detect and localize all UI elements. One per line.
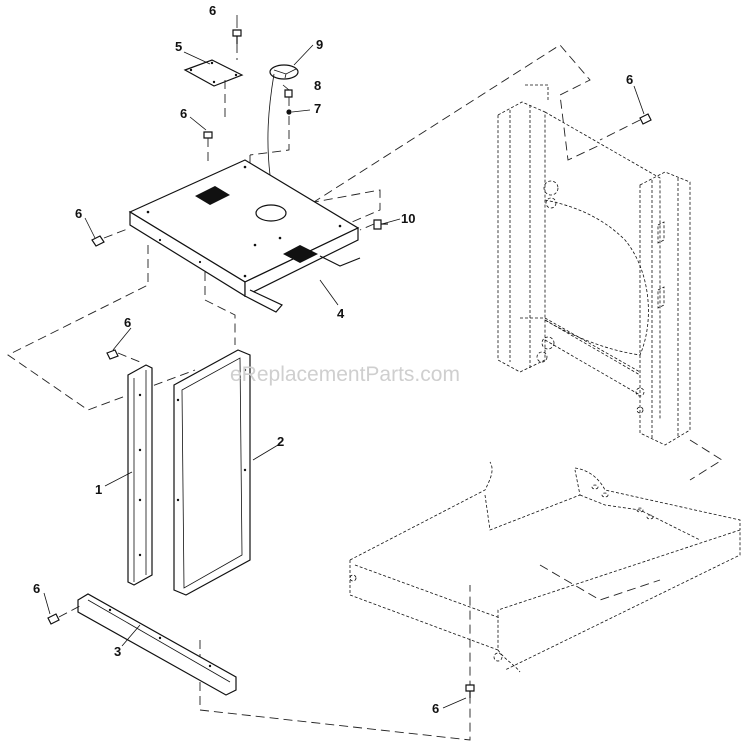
part-6-screw-top xyxy=(232,29,242,60)
radiator-frame-assembly xyxy=(497,84,691,446)
callout-5: 5 xyxy=(175,39,182,54)
callout-10: 10 xyxy=(401,211,415,226)
callout-7: 7 xyxy=(314,101,321,116)
part-1-side-rail xyxy=(127,364,153,586)
callout-6-rail: 6 xyxy=(124,315,131,330)
callout-1: 1 xyxy=(95,482,102,497)
part-6-screw-base xyxy=(465,684,475,698)
callout-6-panel: 6 xyxy=(180,106,187,121)
callout-2: 2 xyxy=(277,434,284,449)
callout-6-top: 6 xyxy=(209,3,216,18)
part-6-screw-frame xyxy=(639,113,652,125)
callout-8: 8 xyxy=(314,78,321,93)
callout-3: 3 xyxy=(114,644,121,659)
part-6-screw-left-panel xyxy=(91,227,131,247)
watermark: eReplacementParts.com xyxy=(230,363,460,386)
callout-9: 9 xyxy=(316,37,323,52)
callout-6-left: 6 xyxy=(75,206,82,221)
part-8-grommet xyxy=(284,89,293,108)
part-7-nut xyxy=(249,109,292,156)
callouts: 6 5 9 8 7 6 6 6 10 4 6 2 1 6 3 6 xyxy=(33,3,633,716)
callout-4: 4 xyxy=(337,306,345,321)
part-6-screw-rail xyxy=(106,349,141,363)
callout-6-base: 6 xyxy=(432,701,439,716)
callout-6-bottom: 6 xyxy=(33,581,40,596)
callout-6-frame: 6 xyxy=(626,72,633,87)
part-6-screw-bottom xyxy=(47,605,81,625)
part-6-screw-top-panel xyxy=(203,131,213,165)
part-10-screw xyxy=(359,219,388,231)
part-2-frame-panel xyxy=(173,349,251,596)
part-5-cover-plate xyxy=(183,59,244,122)
part-4-top-panel xyxy=(128,159,361,313)
leader-lines xyxy=(43,15,645,709)
part-3-bottom-rail xyxy=(77,593,237,696)
base-frame-assembly xyxy=(349,461,741,673)
phantom-lines xyxy=(7,44,723,741)
